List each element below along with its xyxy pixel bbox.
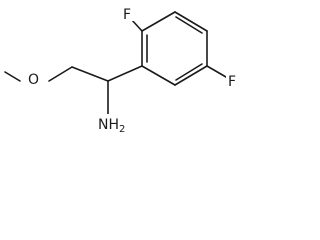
bond-ring-f-right [206,65,227,78]
ring-bond-c3-c4 [174,11,208,32]
bonds [4,11,227,115]
ring-bond-c2-c3 [141,11,176,32]
fluorine-top-label-bg [121,5,135,21]
bond-ch2-ch [71,66,109,82]
bond-oxygen-ch2 [48,66,73,82]
amine-label-bg [100,114,128,134]
fluorine-top-label: F [123,7,131,23]
fluorine-right-label-bg [226,72,240,88]
ring-bond-c6-c1 [141,65,176,86]
oxygen-label-bg [25,70,47,86]
atom-labels: O NH2 F F [25,5,240,135]
ring-double-bond-3 [175,63,203,81]
bond-methyl-oxygen [4,71,21,82]
fluorine-right-label: F [228,74,236,90]
ring-bond-c5-c6 [174,65,208,86]
bond-ch-ring [107,65,143,82]
ring-double-bond-2 [175,16,203,34]
oxygen-label: O [28,72,39,88]
amine-label: NH2 [98,117,125,135]
amine-label-subscript: 2 [119,124,125,135]
chemical-structure: O NH2 F F [4,5,240,135]
amine-label-text: NH [98,117,119,133]
